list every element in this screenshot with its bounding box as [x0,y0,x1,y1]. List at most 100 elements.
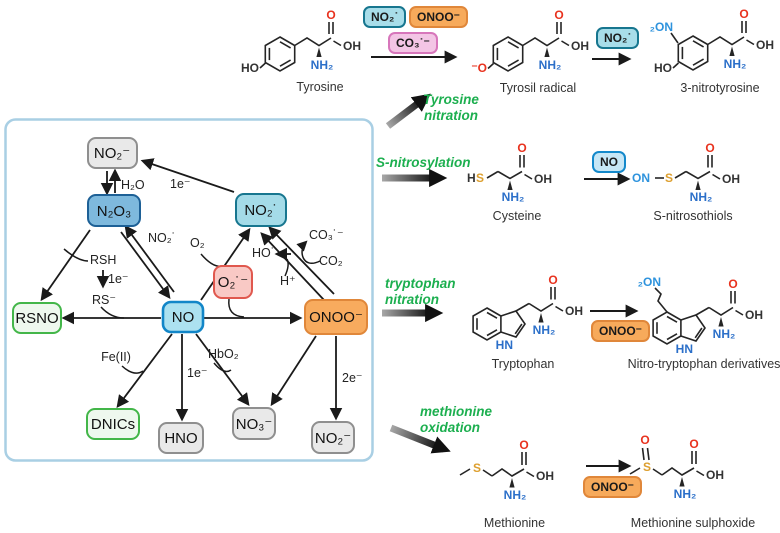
tyrosil-carbonyl-o-label: O [554,8,563,22]
methionine-carbonyl-o-label: O [519,438,528,452]
nitrotryptophan-hn-label: HN [676,342,693,356]
network-edge-labels: H₂O 1e⁻ RSH 1e⁻ RS⁻ NO₂˙ O₂ CO₃˙⁻ CO₂ HO… [90,177,363,385]
nitrotryptophan-oh-label: OH [745,308,763,322]
tyrosine-carbonyl-o-label: O [326,8,335,22]
node-dnics [86,408,140,440]
pathway-label-line: tryptophan [385,276,456,291]
no-chemistry-network-panel: H₂O 1e⁻ RSH 1e⁻ RS⁻ NO₂˙ O₂ CO₃˙⁻ CO₂ HO… [4,118,374,462]
methionine-nh2-label: NH₂ [504,488,527,502]
pathway-label-line: nitration [424,107,478,123]
reagent-pill-peroxynitrite-2: ONOO⁻ [591,320,651,342]
network-nodes: NO₂⁻ N₂O₃ NO₂˙ O₂˙⁻ NO RSNO ONOO⁻ DNICs … [12,137,368,454]
node-no2-minus-top-label: NO₂⁻ [94,145,130,162]
reagent-pill-no: NO [592,151,626,173]
metsulphoxide-s-label: S [643,460,651,474]
molecule-name-methionine: Methionine [483,516,546,530]
structure-tryptophan: HN O OH NH₂ [472,273,583,352]
methionine-s-label: S [473,461,481,475]
cysteine-oh-label: OH [534,172,552,186]
tyrosine-bonds [259,22,342,72]
pathway-arrows [382,93,451,454]
edge-label-ho: HO˙ [252,246,275,260]
methionine-oh-label: OH [536,469,554,483]
node-no3 [232,407,276,440]
cysteine-nh2-label: NH₂ [502,190,525,204]
reagent-pill-peroxynitrite: ONOO⁻ [409,6,469,28]
edge-label-co3: CO₃˙⁻ [309,228,344,242]
edge-label-no2: NO₂˙ [148,231,176,245]
nitrotryptophan-no2-label: ₂ON [638,275,661,289]
cysteine-s-label: S [476,171,484,185]
nitrotyrosine-no2-label: ₂ON [650,20,673,34]
edge-label-2e: 2e⁻ [342,371,363,385]
structure-methionine-sulphoxide: S O O OH NH₂ [629,433,724,501]
tyrosine-nh2-label: NH₂ [311,58,334,72]
edge-label-co2: CO₂ [319,254,343,268]
tyrosil-o-minus-label: ⁻O [471,61,487,75]
pathway-label-line: S-nitrosylation [376,155,471,170]
snitrosothiol-carbonyl-o-label: O [705,141,714,155]
reagent-pill-no2-radical-2: NO₂˙ [596,27,640,49]
snitrosothiol-nh2-label: NH₂ [690,190,713,204]
nitrotryptophan-nh2-label: NH₂ [713,327,736,341]
pathway-label-line: oxidation [420,419,480,435]
molecule-name-methionine-sulphoxide: Methionine sulphoxide [630,516,756,530]
methionine-bonds [459,452,535,488]
nitrotyrosine-oh-label: OH [756,38,774,52]
structure-tyrosil-radical: ⁻O O OH NH₂ [471,8,589,75]
node-n2o3-label: N₂O₃ [97,203,131,220]
nitrotyrosine-bonds [670,21,755,71]
pathway-label-tryptophan-nitration: tryptophan nitration [385,276,456,307]
structure-methionine: S O OH NH₂ [459,438,554,502]
metsulphoxide-oh-label: OH [706,468,724,482]
snitrosothiol-on-label: ON [632,171,650,185]
node-no [161,300,205,334]
edge-label-o2: O₂ [190,236,205,250]
nitrotyrosine-carbonyl-o-label: O [739,7,748,21]
node-n2o3 [87,194,141,227]
reagent-pill-carbonate-radical: CO₃˙⁻ [388,32,438,54]
cysteine-carbonyl-o-label: O [517,141,526,155]
edge-label-rs: RS⁻ [92,293,116,307]
metsulphoxide-carbonyl-o-label: O [689,437,698,451]
molecule-name-tryptophan: Tryptophan [491,357,555,371]
tryptophan-carbonyl-o-label: O [548,273,557,287]
metsulphoxide-sulfoxide-o-label: O [640,433,649,447]
node-peroxynitrite [304,299,368,335]
tyrosine-ho-label: HO [241,61,259,75]
tyrosil-bonds [487,22,570,72]
node-rsno-label: RSNO [15,310,58,327]
pathway-label-s-nitrosylation: S-nitrosylation [376,155,471,171]
edge-label-rsh-1e: 1e⁻ [108,272,129,286]
node-no2-minus-top [87,137,138,169]
nitrotryptophan-bonds [652,287,744,345]
pathway-label-line: Tyrosine [423,92,479,107]
node-no2-radical-label: NO₂˙ [244,202,277,219]
edge-label-h: H⁺ [280,274,296,288]
molecule-name-tyrosil-radical: Tyrosil radical [499,81,577,95]
node-superoxide-label: O₂˙⁻ [218,274,248,291]
structure-s-nitrosothiols: ON S O OH NH₂ [632,141,740,204]
tyrosil-nh2-label: NH₂ [539,58,562,72]
molecule-name-tyrosine: Tyrosine [296,80,344,94]
node-no2-minus-bottom [311,421,355,454]
metsulphoxide-nh2-label: NH₂ [674,487,697,501]
edge-label-fe: Fe(II) [101,350,131,364]
nitrotyrosine-ho-label: HO [654,61,672,75]
node-no2-radical [235,193,287,227]
snitrosothiol-oh-label: OH [722,172,740,186]
reagent-pill-no2-radical: NO₂˙ [363,6,407,28]
nitrotyrosine-nh2-label: NH₂ [724,57,747,71]
node-no2-minus-bottom-label: NO₂⁻ [315,430,351,447]
node-no3-label: NO₃⁻ [236,416,273,433]
molecule-name-s-nitrosothiols: S-nitrosothiols [653,209,733,223]
cysteine-h-label: H [467,171,476,185]
molecule-name-3-nitrotyrosine: 3-nitrotyrosine [680,81,760,95]
edge-label-hno-1e: 1e⁻ [187,366,208,380]
node-no-label: NO [172,309,195,326]
methionine-oxidation-arrow [389,424,451,454]
metsulphoxide-bonds [629,447,705,487]
tyrosine-oh-label: OH [343,39,361,53]
